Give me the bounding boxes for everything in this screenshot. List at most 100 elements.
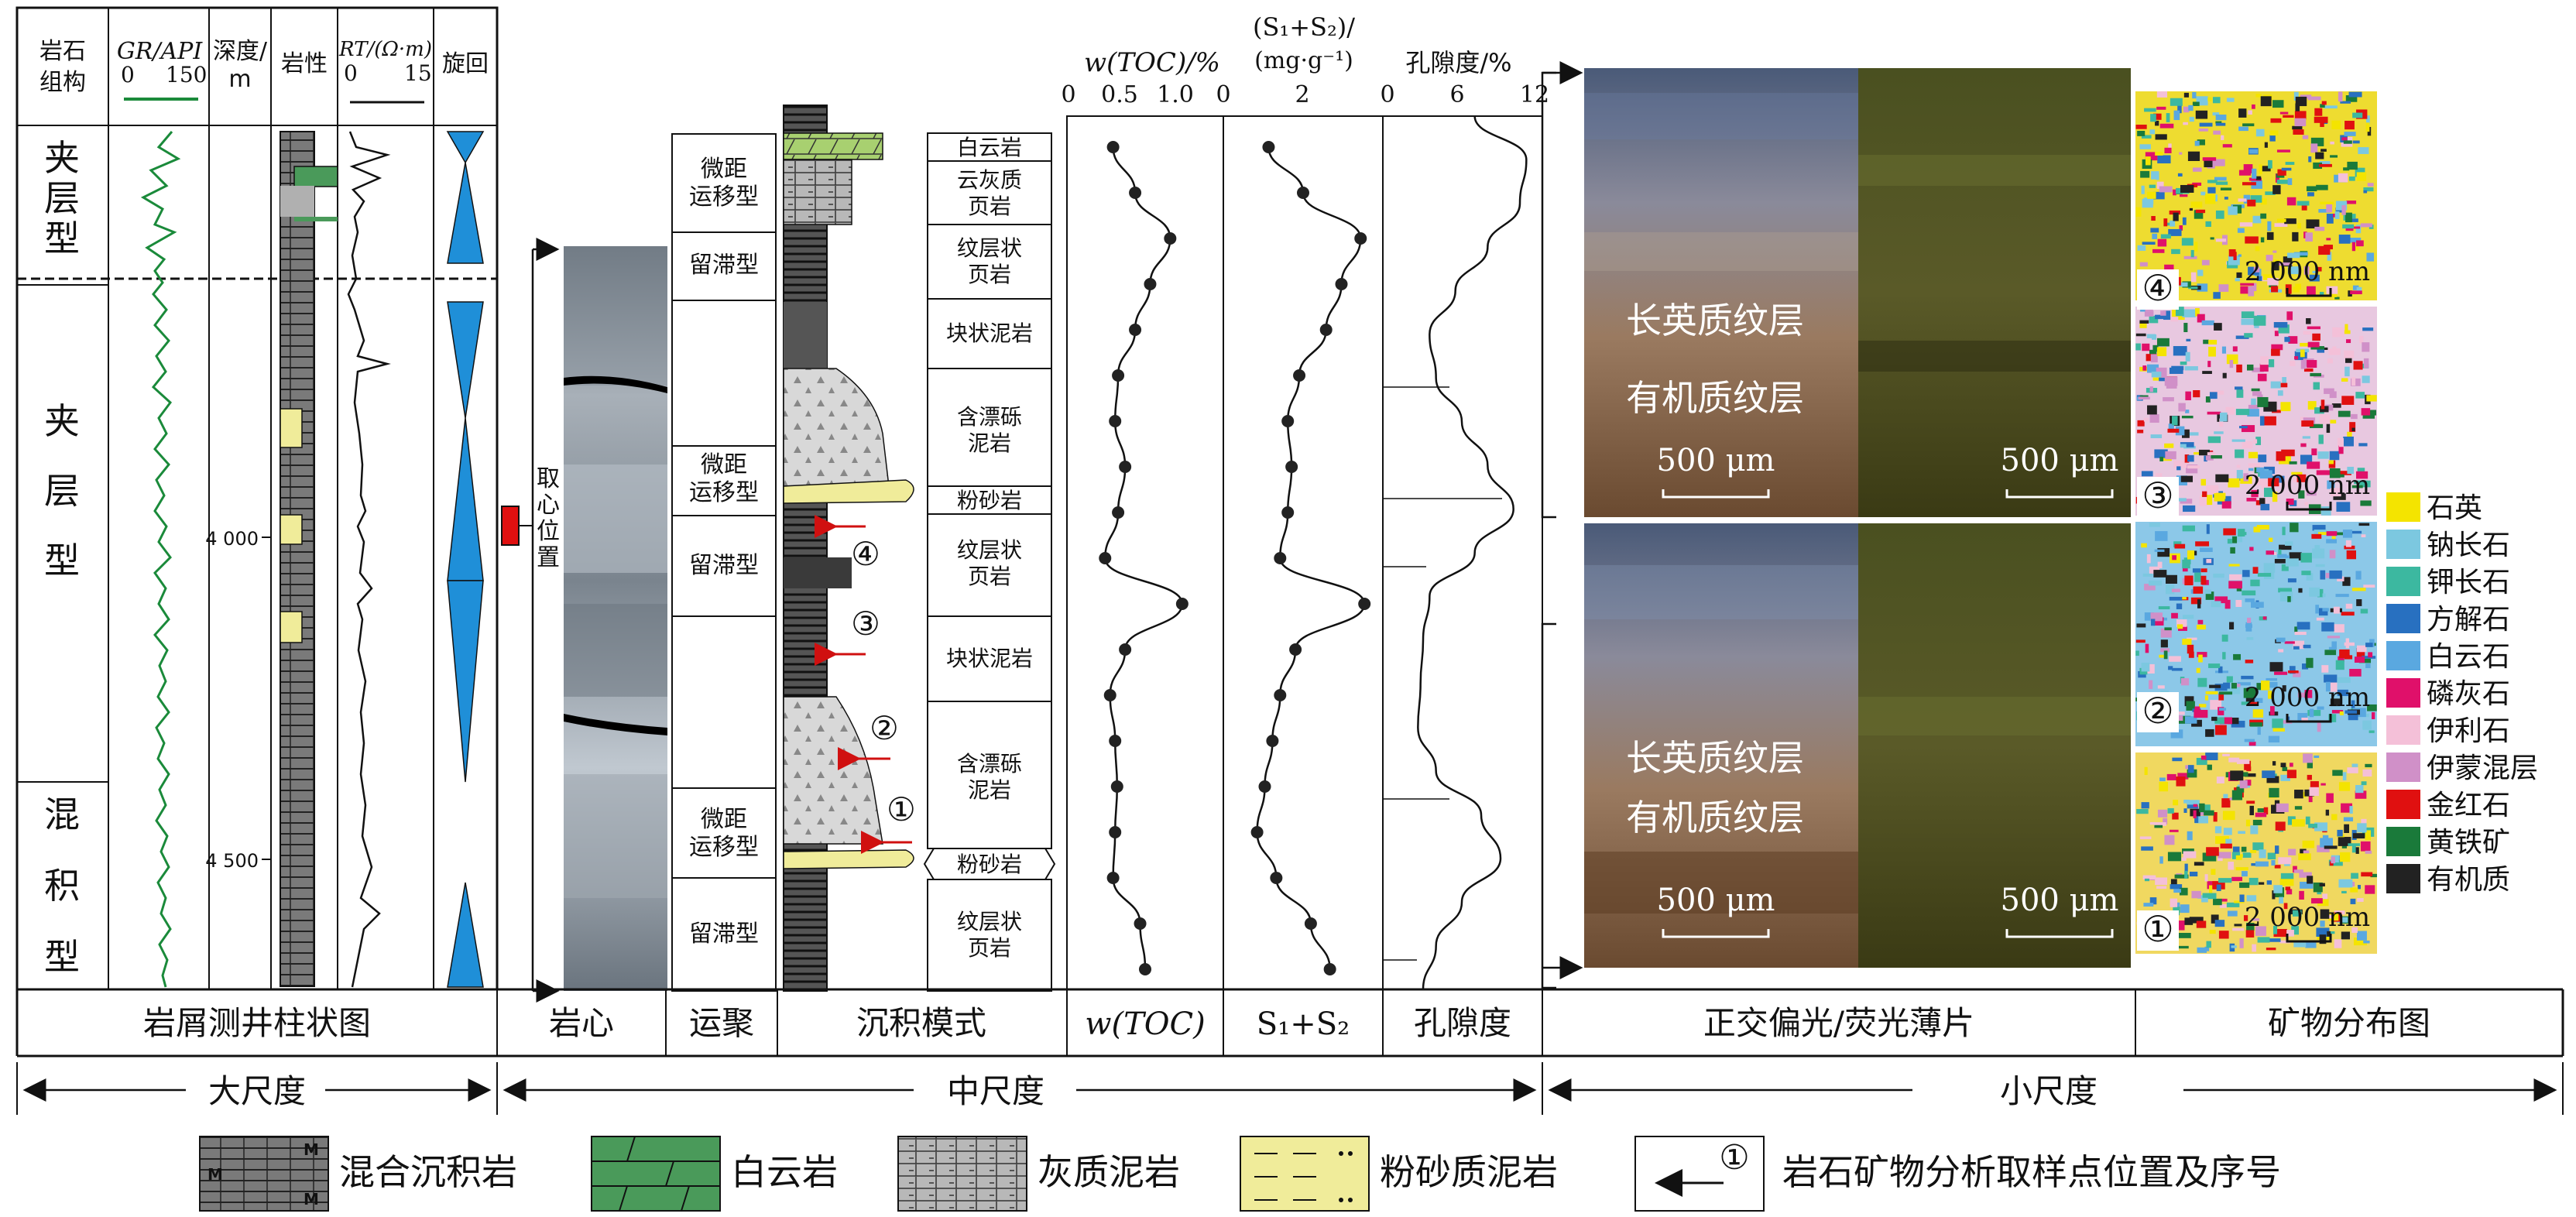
mig-box-2 <box>671 231 777 301</box>
cycle-tri-1 <box>446 131 485 164</box>
cycle-tri-2 <box>447 162 484 264</box>
header-cycle: 旋回 <box>442 50 489 77</box>
fac-label-7b: 页岩 <box>968 564 1011 589</box>
header-rock-assembly-1: 岩石 <box>39 38 86 65</box>
toc-point <box>1106 141 1120 153</box>
toc-point <box>1106 872 1120 884</box>
legend-mineral-10: 有机质 <box>2427 864 2510 896</box>
rt-curve <box>347 131 391 988</box>
litho-silt-band-1 <box>280 408 303 448</box>
legend-swatch-0 <box>2386 492 2420 522</box>
legend-mixed-m2: M <box>208 1165 223 1184</box>
mig-label-1b: 运移型 <box>689 183 759 211</box>
core-label-4: 置 <box>537 544 560 571</box>
mig-label-1a: 微距 <box>701 156 747 183</box>
header-gr: GR/API <box>117 38 204 65</box>
legend-limy-label: 灰质泥岩 <box>1038 1151 1180 1193</box>
header-rt-max: 15 <box>404 60 432 86</box>
assembly-interlayer-b-2: 层 <box>44 470 80 512</box>
sample-2: ② <box>870 709 899 747</box>
toc-point <box>1103 689 1116 701</box>
mig-box-1 <box>671 133 777 233</box>
header-lithology: 岩性 <box>281 50 328 77</box>
litho-dolomite-band <box>293 166 338 187</box>
fac-label-11b: 页岩 <box>968 935 1011 961</box>
mig-label-6: 留滞型 <box>689 920 759 948</box>
facies-column: 白云岩 云灰质 页岩 纹层状 页岩 块状泥岩 含漂砾 泥岩 粉砂岩 纹层状 页岩… <box>923 132 1056 992</box>
litho-silt-band-2 <box>280 514 303 545</box>
legend-mineral-0: 石英 <box>2427 492 2482 524</box>
toc-tick-10: 1.0 <box>1157 81 1194 108</box>
toc-tick-05: 0.5 <box>1101 81 1138 108</box>
s1s2-curve-layer <box>1250 141 1371 975</box>
fac-label-5a: 含漂砾 <box>957 404 1022 430</box>
sed-silt-1 <box>783 479 914 504</box>
lithology-column <box>280 131 315 987</box>
footer-label-por: 孔隙度 <box>1414 1004 1511 1042</box>
toc-point <box>1175 598 1189 610</box>
well-log-panel: 岩石 组构 GR/API 0 150 深度/ m 岩性 RT/(Ω·m) 0 1… <box>15 6 499 991</box>
mig-label-4: 留滞型 <box>689 552 759 579</box>
toc-point <box>1139 963 1151 975</box>
footer-label-mineral: 矿物分布图 <box>2268 1004 2430 1042</box>
sed-shale-mid <box>784 557 852 588</box>
footer-label-micro: 正交偏光/荧光薄片 <box>1703 1004 1974 1042</box>
toc-title: w(TOC)/% <box>1084 47 1220 78</box>
scale-nm-3: 2 000 nm <box>2245 470 2370 501</box>
migration-column: 微距 运移型 留滞型 微距 运移型 留滞型 微距 运移型 留滞型 <box>671 133 777 992</box>
legend-swatch-2 <box>2386 567 2420 596</box>
legend-swatch-9 <box>2386 827 2420 856</box>
s1s2-point <box>1266 735 1279 747</box>
s1s2-point <box>1270 872 1283 884</box>
legend-swatch-5 <box>2386 678 2420 708</box>
fac-box-2 <box>927 160 1052 225</box>
mig-label-3b: 运移型 <box>689 479 759 506</box>
legend-swatch-mixed <box>199 1136 329 1212</box>
scale-um-lower-1: 500 μm <box>1657 883 1775 918</box>
s1s2-point <box>1274 689 1287 701</box>
fac-box-11 <box>927 879 1052 992</box>
legend-mineral-9: 黄铁矿 <box>2427 827 2510 859</box>
fac-label-2b: 页岩 <box>968 194 1011 219</box>
legend-swatch-4 <box>2386 641 2420 670</box>
legend-dolomite-label: 白云岩 <box>731 1151 838 1193</box>
depth-tick-4500: 4 500 <box>205 850 259 872</box>
legend-swatch-8 <box>2386 790 2420 819</box>
legend-mineral-1: 钠长石 <box>2427 530 2510 561</box>
footer-label-s1s2: S₁+S₂ <box>1257 1006 1350 1042</box>
fac-label-8: 块状泥岩 <box>946 646 1033 671</box>
s1s2-tick-2: 2 <box>1295 81 1309 108</box>
toc-tick-0: 0 <box>1061 81 1075 108</box>
s1s2-point <box>1281 506 1295 519</box>
por-tick-6: 6 <box>1449 81 1464 108</box>
s1s2-point <box>1335 278 1348 290</box>
mig-label-3a: 微距 <box>701 451 747 478</box>
curve-panels: w(TOC)/% 0 0.5 1.0 0 (S₁+S₂)/ (mg·g⁻¹) 2… <box>1061 12 1549 990</box>
mineral-maps: 2 000 nm 2 000 nm 2 000 nm 2 000 nm ④ ③ … <box>2135 91 2377 954</box>
lithology-legend: M M M 混合沉积岩 白云岩 灰质泥岩 粉砂质泥岩 ① 岩石矿物分析取样点位置… <box>199 1136 2281 1212</box>
legend-silty-label: 粉砂质泥岩 <box>1380 1151 1558 1193</box>
assembly-labels: 夹 层 型 夹 层 型 混 积 型 <box>44 137 80 978</box>
gr-curve <box>140 131 181 988</box>
sedimentary-model: ④ ③ ② ① <box>783 105 916 992</box>
footer: 岩屑测井柱状图 岩心 运聚 沉积模式 w(TOC) S₁+S₂ 孔隙度 正交偏光… <box>15 988 2564 1115</box>
fac-box-3 <box>927 224 1052 300</box>
legend-swatch-silty <box>1240 1136 1370 1212</box>
header-gr-min: 0 <box>121 62 135 87</box>
litho-limy-band <box>280 186 314 217</box>
map-index-3: ③ <box>2142 475 2173 516</box>
core-label-1: 取 <box>537 465 560 492</box>
mineral-speckles <box>2135 91 2377 953</box>
footer-label-sed: 沉积模式 <box>856 1004 986 1042</box>
footer-label-core: 岩心 <box>549 1004 614 1042</box>
s1s2-line <box>1256 146 1366 970</box>
legend-swatch-6 <box>2386 715 2420 745</box>
s1s2-point <box>1319 324 1333 336</box>
map-index-4: ④ <box>2142 267 2173 309</box>
fac-label-7a: 纹层状 <box>957 537 1022 563</box>
s1s2-title-unit: (mg·g⁻¹) <box>1254 47 1353 74</box>
litho-dolomite-band-2 <box>294 217 338 221</box>
core-label-2: 心 <box>537 492 560 519</box>
mig-label-2: 留滞型 <box>689 252 759 279</box>
porosity-curve-layer <box>1417 115 1528 990</box>
